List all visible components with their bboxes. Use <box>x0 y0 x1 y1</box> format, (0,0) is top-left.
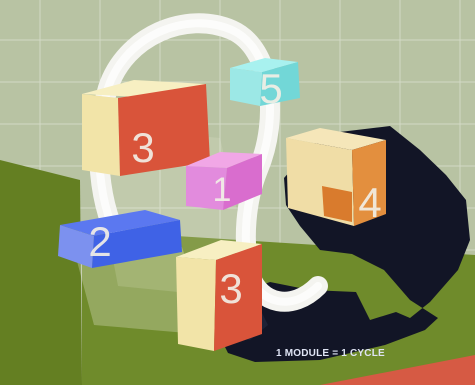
block-3-bottom: 3 <box>176 240 262 351</box>
block-1-label: 1 <box>213 171 232 209</box>
block-4-label: 4 <box>358 179 381 226</box>
block-3-bottom-label: 3 <box>219 265 242 312</box>
block-4: 4 <box>286 128 386 226</box>
floor-left <box>0 160 82 385</box>
block-3-top: 3 <box>82 80 210 176</box>
caption: 1 MODULE = 1 CYCLE <box>276 348 385 359</box>
block-2-label: 2 <box>88 218 111 265</box>
block-3-top-label: 3 <box>131 124 154 171</box>
block-5-label: 5 <box>259 65 282 112</box>
